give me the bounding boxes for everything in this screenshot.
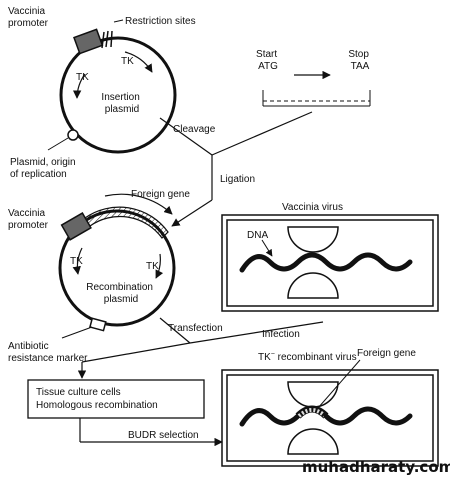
recombinant-virus-label: TK− recombinant virus — [258, 351, 357, 363]
recombination-plasmid-diagram — [58, 193, 176, 339]
plasmid-origin-label: Plasmid, origin of replication — [10, 157, 78, 180]
recombinant-virus-box — [221, 359, 439, 467]
foreign-gene-label-1: Foreign gene — [131, 189, 190, 200]
recombinant-core-top — [287, 381, 339, 408]
ligation-label: Ligation — [220, 174, 255, 185]
tk-label-right-1: TK — [121, 56, 134, 67]
tissue-culture-label: Tissue culture cells Homologous recombin… — [36, 387, 158, 411]
cleavage-label: Cleavage — [173, 124, 216, 135]
vaccinia-promoter-block-2 — [60, 212, 92, 241]
virus-core-bottom — [287, 272, 339, 299]
recombinant-dna-left — [239, 408, 301, 427]
origin-pointer — [47, 137, 69, 151]
tk-label-left-2: TK — [70, 256, 83, 267]
stop-label: Stop TAA — [348, 49, 371, 72]
origin-of-replication-marker — [67, 129, 79, 141]
transfection-infection-lines — [77, 317, 324, 379]
tissue-culture-box — [27, 379, 205, 419]
insertion-plasmid-diagram — [47, 19, 177, 154]
gene-reading-frame — [262, 70, 371, 107]
tk-arrow-left-2 — [72, 247, 83, 275]
recombination-plasmid-label: Recombination plasmid — [86, 282, 156, 305]
restriction-sites-label: Restriction sites — [125, 16, 196, 27]
insertion-plasmid-label: Insertion plasmid — [101, 92, 142, 115]
virus-core-top — [287, 226, 339, 253]
infection-label: Infection — [262, 329, 300, 340]
vaccinia-virus-label: Vaccinia virus — [282, 202, 343, 213]
recombinant-dna-right — [323, 406, 413, 426]
vaccinia-virus-box — [221, 214, 439, 312]
foreign-gene-segment-outline — [295, 405, 329, 419]
tk-label-right-2: TK — [146, 261, 159, 272]
budr-selection-arrow — [79, 418, 223, 447]
recombinant-core-bottom — [287, 428, 339, 455]
restriction-sites-marks — [101, 30, 113, 49]
tk-arrow-right-1 — [124, 51, 153, 73]
marker-pointer — [61, 326, 93, 339]
dna-pointer — [261, 239, 273, 257]
vaccinia-promoter-label-2: Vaccinia promoter — [8, 208, 49, 231]
watermark: muhadharaty.com — [302, 458, 450, 476]
antibiotic-marker-label: Antibiotic resistance marker — [8, 341, 88, 364]
vaccinia-promoter-label-1: Vaccinia promoter — [8, 6, 49, 29]
insertion-plasmid-ring — [59, 36, 177, 154]
tk-arrow-left-1 — [72, 73, 86, 99]
foreign-gene-label-2: Foreign gene — [357, 348, 416, 359]
foreign-gene-arrow — [104, 193, 173, 215]
tk-label-left-1: TK — [76, 72, 89, 83]
foreign-gene-pointer — [317, 359, 361, 409]
dna-label: DNA — [247, 230, 268, 241]
tk-arrow-right-2 — [155, 253, 164, 279]
cleavage-ligation-lines — [159, 111, 313, 227]
foreign-gene-insert — [84, 206, 169, 239]
vaccinia-promoter-block-1 — [73, 28, 104, 55]
antibiotic-marker-block — [89, 317, 107, 332]
budr-selection-label: BUDR selection — [128, 430, 199, 441]
restriction-sites-pointer — [113, 19, 124, 23]
start-label: Start ATG — [256, 49, 280, 72]
viral-dna-strand — [239, 252, 413, 273]
transfection-label: Transfection — [168, 323, 223, 334]
